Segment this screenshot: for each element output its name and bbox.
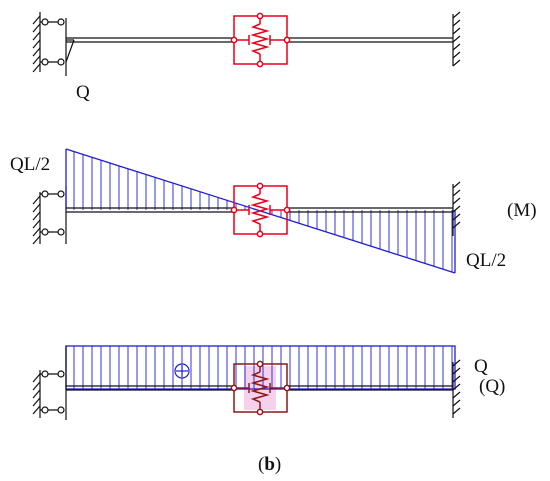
left-wall-support (32, 12, 67, 76)
positive-sign (174, 363, 190, 379)
right-wall-support (452, 11, 461, 67)
shear-diagram-label: (Q) (479, 376, 505, 397)
left-wall-support (32, 346, 67, 420)
caption-open: ( (258, 454, 264, 475)
right-wall-support (452, 181, 461, 236)
beam-right (285, 37, 453, 43)
panel-shear: Q (Q) (32, 345, 505, 420)
panel-moment: QL/2 QL/2 (M) (10, 148, 537, 274)
left-wall-support (32, 186, 67, 245)
moment-left-value: QL/2 (10, 154, 50, 175)
shear-value: Q (474, 356, 488, 377)
moment-diagram-label: (M) (507, 200, 537, 221)
figure-caption: (b) (258, 454, 281, 475)
spring-hinge (230, 182, 291, 238)
right-wall-support (452, 359, 461, 418)
spring-hinge (230, 360, 291, 416)
moment-right-value: QL/2 (466, 250, 506, 271)
caption-letter: b (264, 454, 275, 475)
panel-beam: Q (32, 11, 461, 103)
caption-close: ) (275, 454, 281, 475)
beam-left (66, 37, 236, 43)
load-arrow (65, 39, 75, 63)
beam-shear (66, 385, 453, 391)
beam-moment (66, 207, 453, 213)
spring-hinge (230, 12, 291, 68)
load-label: Q (76, 82, 90, 103)
shear-hatch (73, 346, 453, 389)
